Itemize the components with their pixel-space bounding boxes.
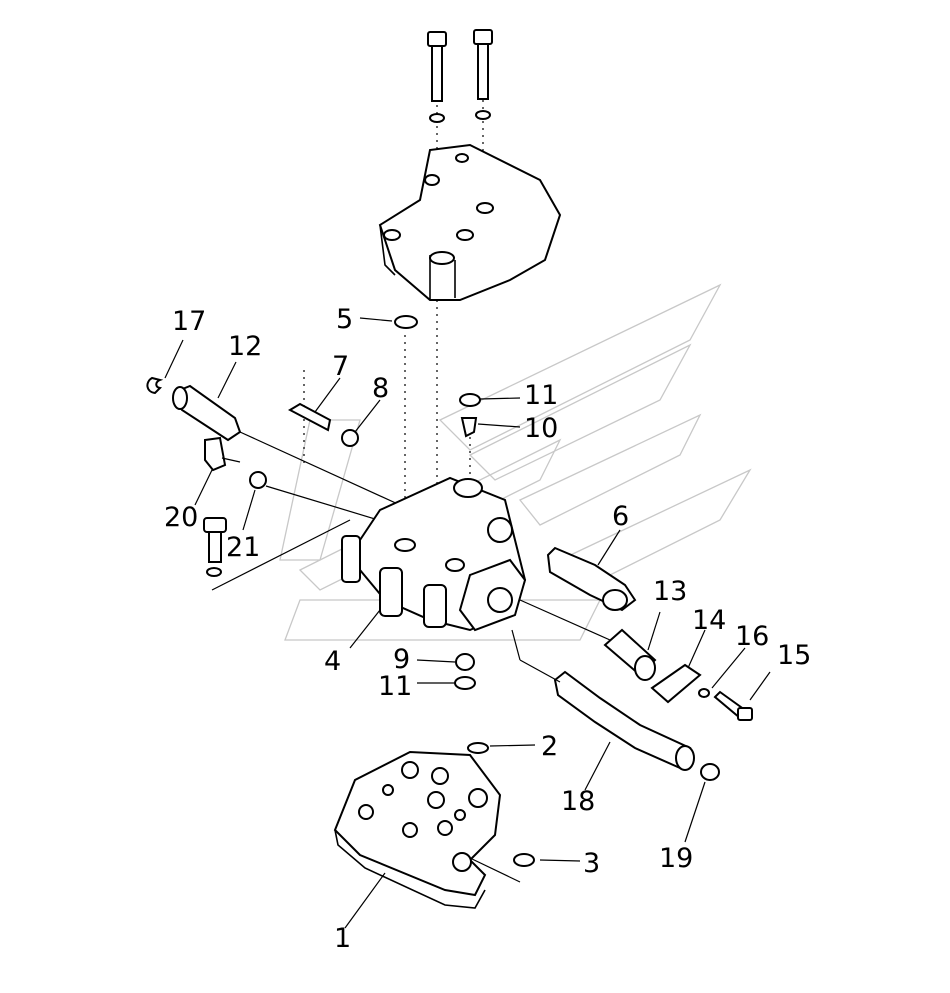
top-cover-housing [378,143,562,301]
leader-lines [164,317,771,929]
callout-12: 12 [228,331,262,362]
callout-6: 6 [612,501,629,532]
callout-5: 5 [336,304,353,335]
valve-body [341,476,527,632]
callout-18: 18 [561,786,595,817]
callout-14: 14 [692,605,726,636]
callout-21: 21 [226,532,260,563]
callout-15: 15 [777,640,811,671]
callout-1: 1 [334,923,351,954]
callout-10: 10 [524,413,558,444]
bottom-plate [333,750,521,909]
callout-19: 19 [659,843,693,874]
callout-3: 3 [583,848,600,879]
callout-11-top: 11 [524,380,558,411]
callout-16: 16 [735,621,769,652]
left-side-parts [146,376,401,591]
callout-11-bottom: 11 [378,671,412,702]
callout-8: 8 [372,373,389,404]
callout-17: 17 [172,306,206,337]
right-side-parts [511,546,753,781]
callout-13: 13 [653,576,687,607]
callout-4: 4 [324,646,341,677]
top-bolts [427,29,493,123]
callout-20: 20 [164,502,198,533]
callout-9: 9 [393,644,410,675]
callout-2: 2 [541,731,558,762]
callout-labels: 1 2 3 4 5 6 7 8 9 10 11 11 12 13 14 15 1… [164,304,811,954]
small-seals [394,315,535,867]
callout-7: 7 [332,351,349,382]
